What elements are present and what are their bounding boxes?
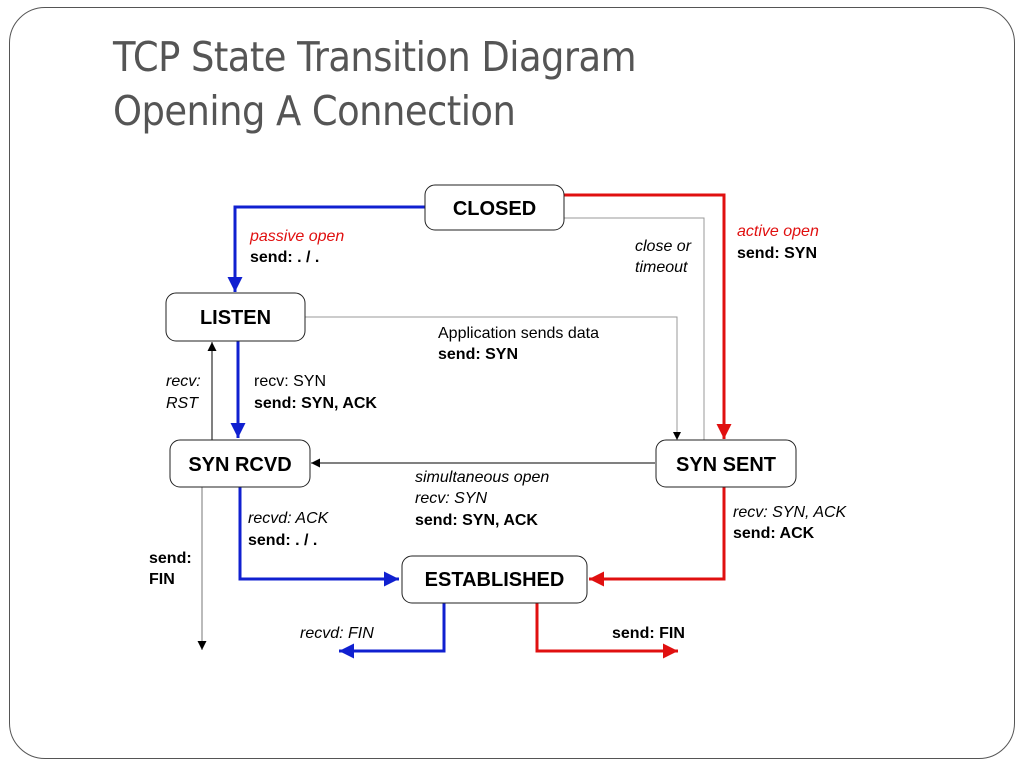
title-line-2: Opening A Connection	[113, 87, 516, 135]
label-send-syn-ack: send: SYN, ACK	[254, 395, 377, 412]
edge-listen-to-syn-sent	[305, 316, 681, 440]
edge-closed-to-syn-sent	[564, 193, 732, 439]
label-send-fin: send: FIN	[612, 625, 685, 642]
edge-syn-sent-to-established	[589, 487, 726, 587]
edge-closed-to-listen	[227, 205, 425, 292]
state-established: ESTABLISHED	[401, 555, 588, 604]
label-active-open: active open	[737, 223, 819, 240]
label-send-fin-2: FIN	[149, 571, 175, 588]
state-syn-sent: SYN SENT	[655, 439, 797, 488]
label-send-ack: send: ACK	[733, 525, 815, 542]
label-app-sends-data: Application sends data	[438, 325, 599, 342]
label-timeout: timeout	[635, 259, 688, 276]
state-closed-label: CLOSED	[453, 198, 536, 220]
slide-title: TCP State Transition Diagram Opening A C…	[113, 30, 637, 138]
state-listen: LISTEN	[165, 292, 306, 342]
state-closed: CLOSED	[424, 184, 565, 231]
label-recvd-ack-send: send: . / .	[248, 532, 317, 549]
title-line-1: TCP State Transition Diagram	[113, 33, 637, 81]
label-recvd-ack: recvd: ACK	[248, 510, 330, 527]
state-syn-rcvd-label: SYN RCVD	[188, 454, 291, 476]
edge-established-recvd-fin	[339, 603, 446, 659]
label-close-or: close or	[635, 238, 692, 255]
edge-syn-sent-to-closed	[564, 217, 705, 440]
slide-frame	[9, 7, 1015, 759]
label-recv-syn: recv: SYN	[254, 373, 326, 390]
state-established-label: ESTABLISHED	[425, 569, 565, 591]
label-sim-send-syn-ack: send: SYN, ACK	[415, 512, 538, 529]
state-listen-label: LISTEN	[200, 307, 271, 329]
label-app-send-syn: send: SYN	[438, 346, 518, 363]
label-send-fin-1: send:	[149, 550, 192, 567]
label-active-send: send: SYN	[737, 245, 817, 262]
edge-syn-rcvd-to-established	[238, 487, 399, 587]
label-recv-rst-1: recv:	[166, 373, 201, 390]
state-syn-rcvd: SYN RCVD	[169, 439, 311, 488]
state-syn-sent-label: SYN SENT	[676, 454, 776, 476]
label-simultaneous-open: simultaneous open	[415, 469, 549, 486]
edge-established-send-fin	[535, 603, 678, 659]
label-recv-rst-2: RST	[166, 395, 199, 412]
label-passive-open: passive open	[249, 228, 344, 245]
label-passive-send: send: . / .	[250, 249, 319, 266]
label-recvd-fin: recvd: FIN	[300, 625, 374, 642]
label-sim-recv-syn: recv: SYN	[415, 490, 487, 507]
label-recv-syn-ack: recv: SYN, ACK	[733, 504, 848, 521]
